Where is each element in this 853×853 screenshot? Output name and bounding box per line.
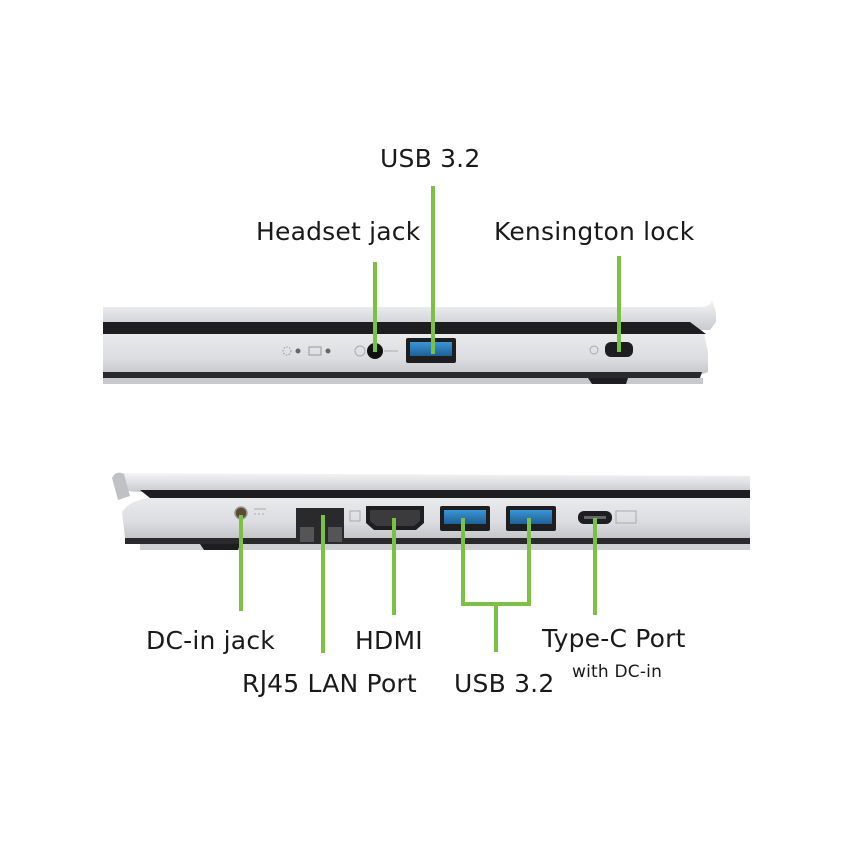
connector-hdmi <box>392 518 396 615</box>
label-usb-top: USB 3.2 <box>380 144 481 173</box>
connector-headset <box>373 262 377 352</box>
label-type-c: Type-C Port <box>542 624 686 653</box>
label-rj45: RJ45 LAN Port <box>242 669 417 698</box>
connector-rj45 <box>321 515 325 653</box>
label-dc-in-jack: DC-in jack <box>146 626 275 655</box>
bottom-laptop <box>112 472 750 550</box>
connector-kensington <box>617 256 621 352</box>
connector-usb-top <box>431 186 435 354</box>
label-kensington-lock: Kensington lock <box>494 217 695 246</box>
connector-dc-in <box>239 515 243 611</box>
label-hdmi: HDMI <box>355 626 423 655</box>
connector-usb2 <box>527 518 531 606</box>
label-usb-bottom: USB 3.2 <box>454 669 555 698</box>
connector-usb-stem <box>494 602 498 652</box>
label-type-c-sub: with DC-in <box>572 662 663 682</box>
connector-usb1 <box>461 518 465 606</box>
label-headset-jack: Headset jack <box>256 217 421 246</box>
connector-type-c <box>593 518 597 615</box>
top-laptop <box>103 300 716 384</box>
